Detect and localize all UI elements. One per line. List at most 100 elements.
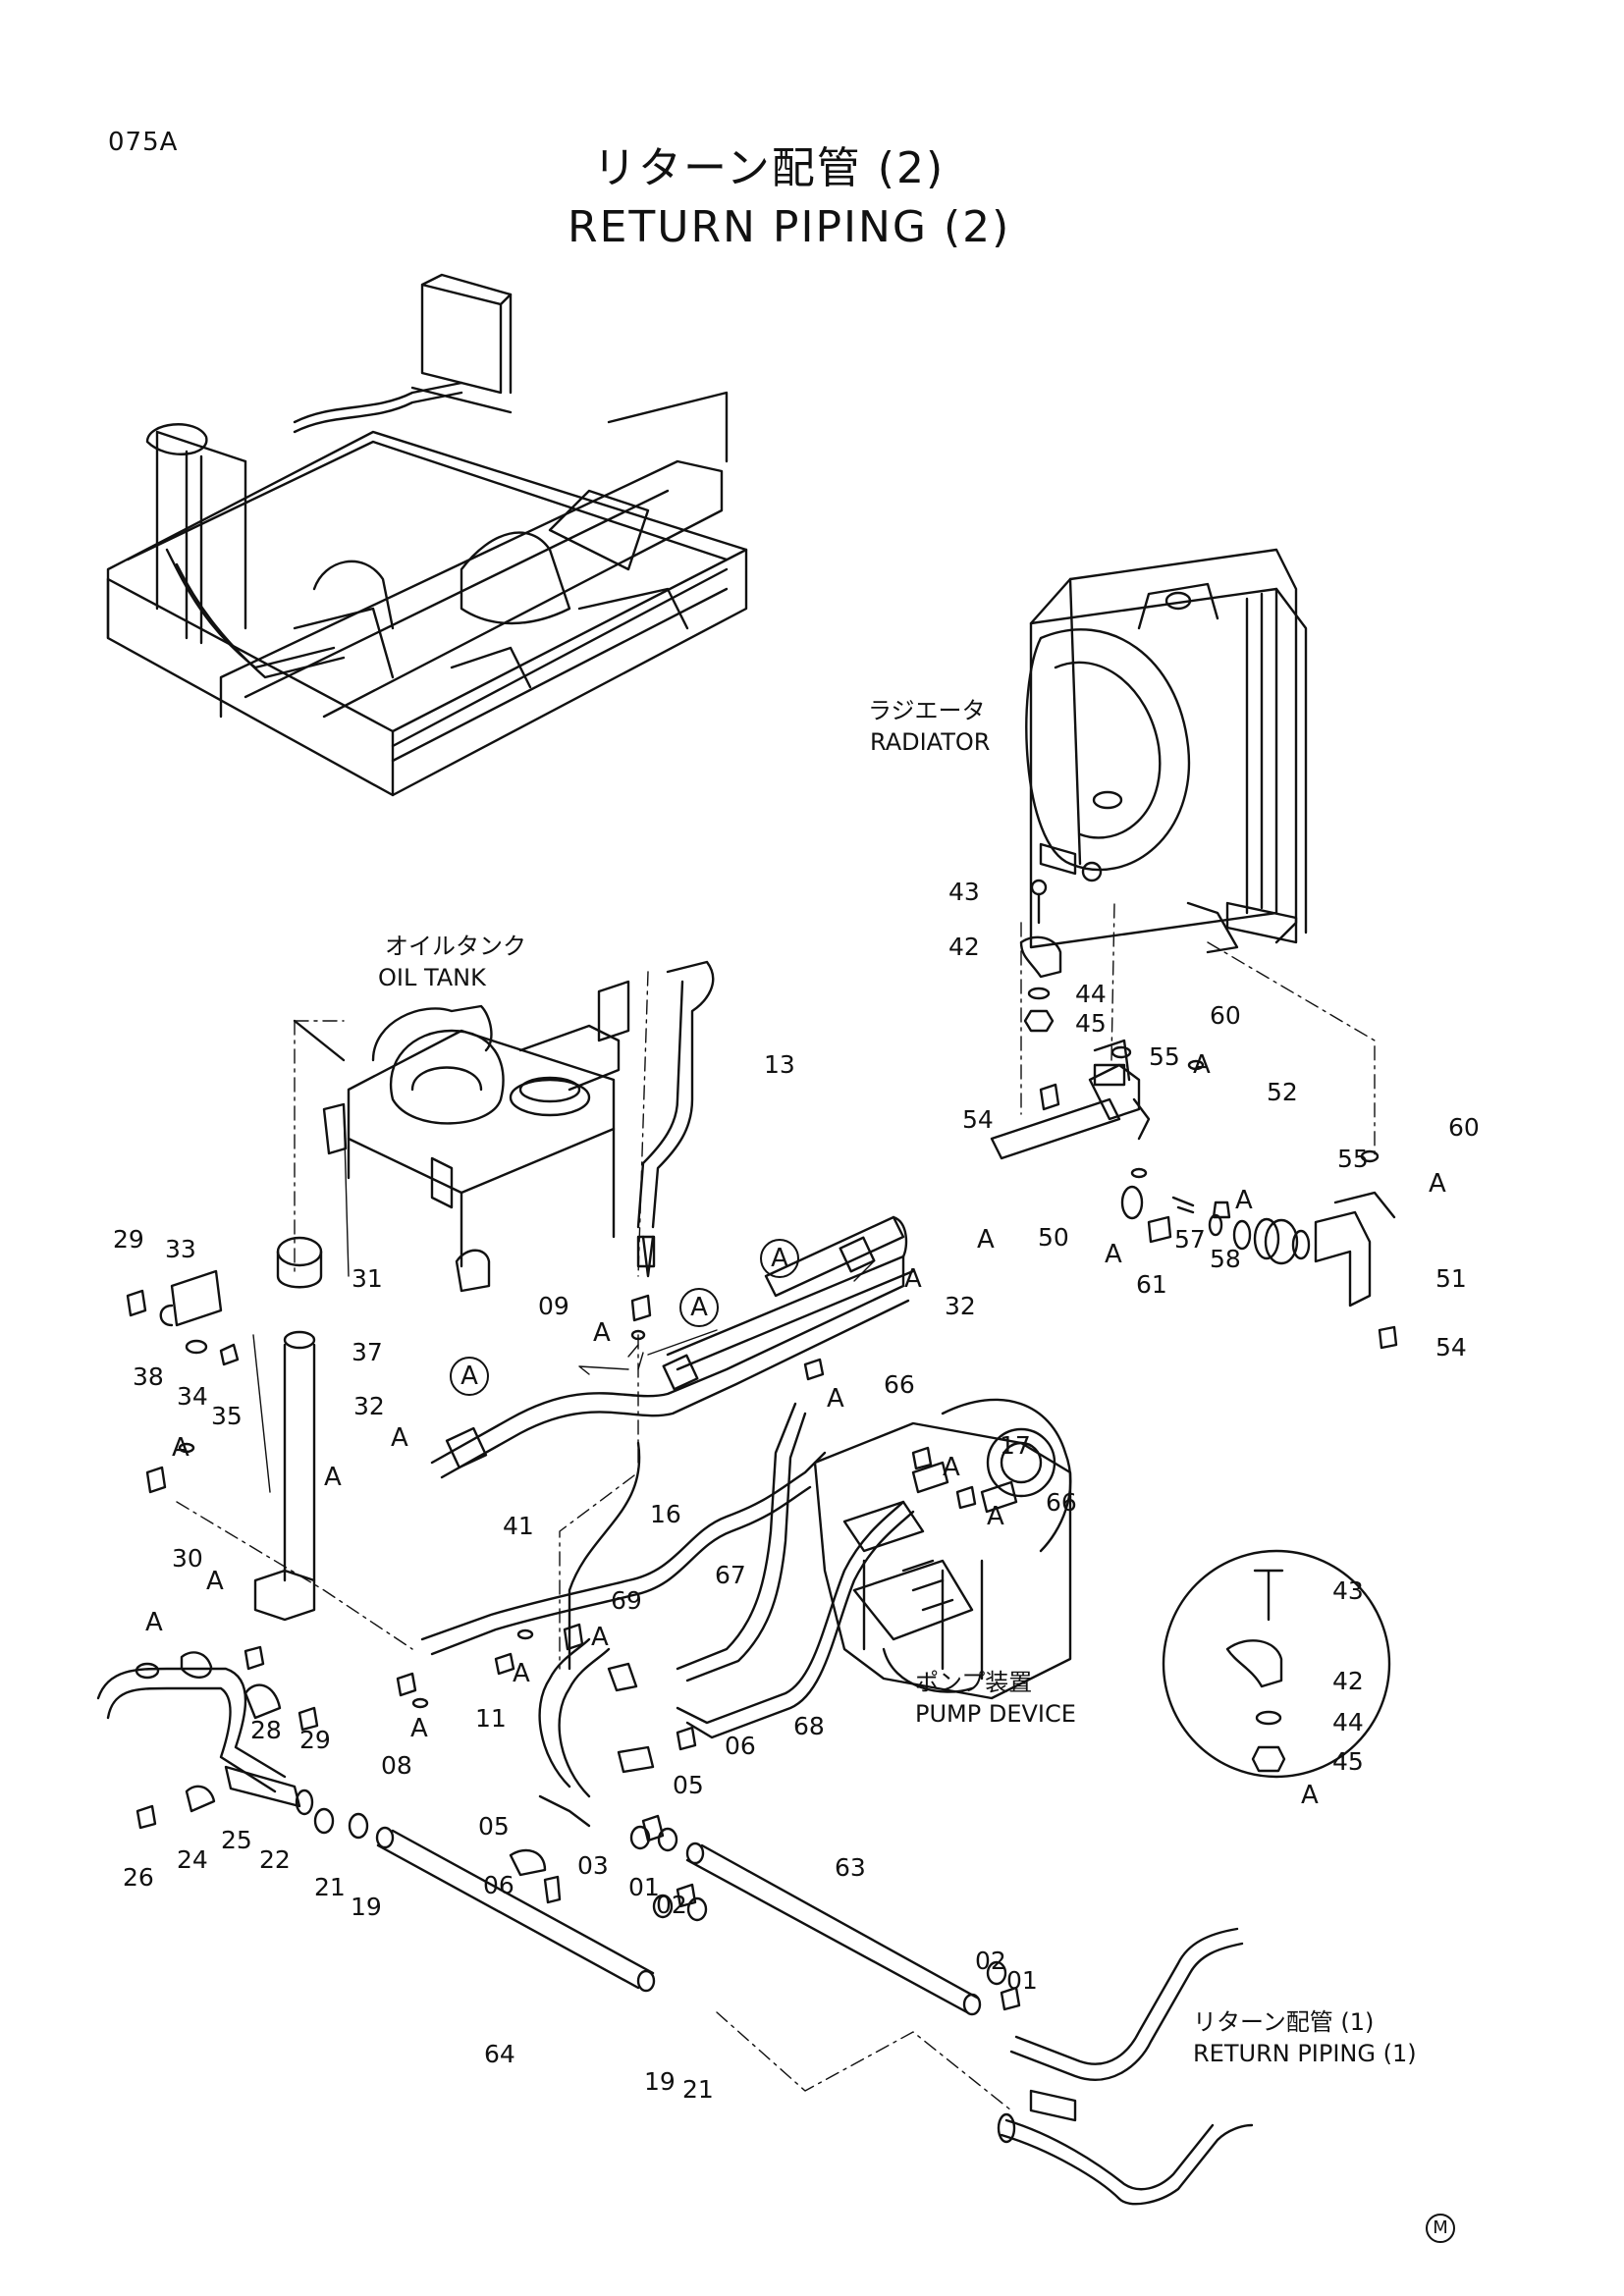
page-code: 075A xyxy=(108,128,179,157)
pump-device-label: PUMP DEVICE xyxy=(915,1700,1076,1728)
part-number: 66 xyxy=(1046,1488,1077,1517)
part-number: 31 xyxy=(352,1264,383,1293)
part-number: 38 xyxy=(133,1362,164,1391)
radiator-label-japanese: ラジエータ xyxy=(868,697,986,724)
oil-tank-label-japanese: オイルタンク xyxy=(385,933,526,960)
part-number: 60 xyxy=(1210,1001,1241,1030)
part-number: 02 xyxy=(656,1891,687,1919)
ref-letter-a: A xyxy=(206,1567,224,1596)
ref-letter-a: A xyxy=(410,1714,428,1743)
part-number: 25 xyxy=(221,1826,252,1854)
part-number: 55 xyxy=(1149,1042,1180,1071)
part-number: 41 xyxy=(503,1512,534,1540)
part-number: 01 xyxy=(628,1873,660,1901)
part-number: 32 xyxy=(353,1392,385,1420)
part-number: 63 xyxy=(835,1853,866,1882)
part-number: 68 xyxy=(793,1712,825,1740)
part-number: 52 xyxy=(1267,1078,1298,1106)
ref-letter-a: A xyxy=(513,1659,530,1688)
ref-letter-a: A xyxy=(943,1453,960,1482)
part-number: 24 xyxy=(177,1845,208,1874)
part-number: 26 xyxy=(123,1863,154,1892)
part-number: 22 xyxy=(259,1845,291,1874)
detail-a-drawing xyxy=(1162,1549,1391,1779)
part-number: 34 xyxy=(177,1382,208,1411)
pipe-37-drawing xyxy=(159,1236,323,1622)
radiator-label: RADIATOR xyxy=(870,728,991,756)
part-number: 13 xyxy=(764,1050,795,1079)
part-number: 64 xyxy=(484,2040,515,2068)
part-number: 29 xyxy=(299,1726,331,1754)
callout-a-balloon: A xyxy=(450,1357,489,1396)
ref-letter-a: A xyxy=(904,1264,922,1294)
part-number: 05 xyxy=(673,1771,704,1799)
ref-letter-a: A xyxy=(1429,1169,1446,1199)
part-number: 01 xyxy=(1006,1966,1038,1995)
part-number: 21 xyxy=(682,2075,714,2104)
part-number: 44 xyxy=(1075,980,1107,1008)
part-number: 06 xyxy=(483,1871,514,1899)
hose-13-drawing xyxy=(636,960,715,1278)
part-number: 58 xyxy=(1210,1245,1241,1273)
part-number: 67 xyxy=(715,1561,746,1589)
pump-device-drawing xyxy=(813,1398,1072,1700)
part-number: 16 xyxy=(650,1500,681,1528)
pump-device-label-japanese: ポンプ装置 xyxy=(915,1669,1033,1696)
part-number: 45 xyxy=(1075,1009,1107,1038)
part-number: 57 xyxy=(1174,1225,1206,1254)
part-number: 35 xyxy=(211,1402,243,1430)
part-number: 19 xyxy=(644,2067,676,2096)
ref-letter-a: A xyxy=(987,1502,1004,1531)
oil-tank-label: OIL TANK xyxy=(378,964,486,991)
ref-letter-a: A xyxy=(977,1225,995,1255)
part-number: 30 xyxy=(172,1544,203,1573)
ref-letter-a: A xyxy=(1235,1186,1253,1215)
ref-letter-a: A xyxy=(1105,1240,1122,1269)
ref-letter-a: A xyxy=(593,1318,611,1348)
detail-a-part-number: 43 xyxy=(1332,1576,1364,1605)
part-number: 55 xyxy=(1337,1145,1369,1173)
part-number: 69 xyxy=(611,1586,642,1615)
part-number: 03 xyxy=(577,1851,609,1880)
part-number: 43 xyxy=(948,878,980,906)
leader-lines xyxy=(176,902,1376,2111)
part-number: 21 xyxy=(314,1873,346,1901)
part-number: 33 xyxy=(165,1235,196,1263)
part-number: 54 xyxy=(1435,1333,1467,1362)
machine-overview-drawing xyxy=(106,273,748,797)
part-number: 32 xyxy=(945,1292,976,1320)
part-number: 09 xyxy=(538,1292,569,1320)
part-number: 17 xyxy=(1000,1431,1031,1460)
radiator-drawing xyxy=(1025,548,1308,954)
title-english: RETURN PIPING (2) xyxy=(568,202,1011,252)
ref-letter-a: A xyxy=(172,1433,189,1463)
part-number: 51 xyxy=(1435,1264,1467,1293)
part-number: 50 xyxy=(1038,1223,1069,1252)
part-number: 19 xyxy=(351,1893,382,1921)
return-piping-1-label-japanese: リターン配管 (1) xyxy=(1193,2008,1375,2036)
part-number: 37 xyxy=(352,1338,383,1366)
detail-a-caption: A xyxy=(1301,1781,1319,1810)
part-number: 29 xyxy=(113,1225,144,1254)
title-japanese: リターン配管 (2) xyxy=(593,143,946,193)
callout-a-balloon: A xyxy=(760,1239,799,1278)
part-number: 02 xyxy=(975,1947,1006,1975)
callout-a-balloon: A xyxy=(679,1288,719,1327)
lower-hoses-drawing xyxy=(96,1637,1254,2206)
ref-letter-a: A xyxy=(145,1608,163,1637)
part-number: 06 xyxy=(725,1732,756,1760)
ref-letter-a: A xyxy=(827,1384,844,1414)
part-number: 60 xyxy=(1448,1113,1480,1142)
part-number: 08 xyxy=(381,1751,412,1780)
ref-letter-a: A xyxy=(324,1463,342,1492)
part-number: 61 xyxy=(1136,1270,1167,1299)
part-number: 05 xyxy=(478,1812,510,1841)
pipe-assembly-right xyxy=(990,1039,1396,1308)
hardware-drawing xyxy=(126,879,1398,2011)
part-number: 66 xyxy=(884,1370,915,1399)
detail-a-part-number: 45 xyxy=(1332,1747,1364,1776)
ref-letter-a: A xyxy=(391,1423,408,1453)
part-number: 11 xyxy=(475,1704,507,1733)
